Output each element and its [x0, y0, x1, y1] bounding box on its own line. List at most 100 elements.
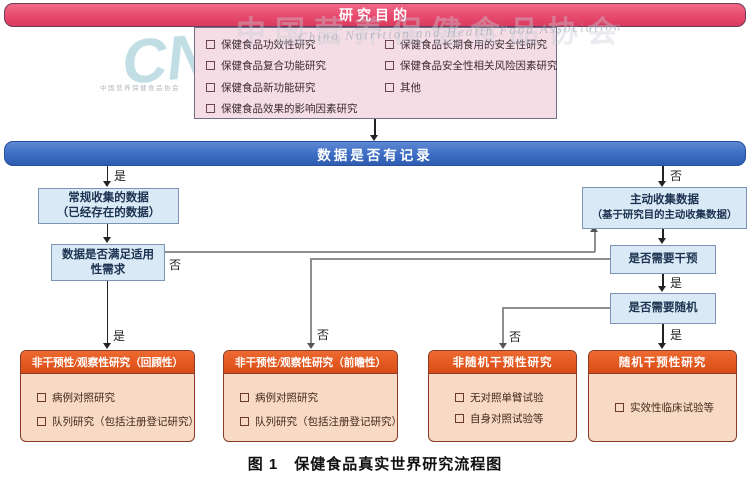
- checkbox-icon: [206, 61, 215, 70]
- intervention-question-box: 是否需要干预: [610, 245, 716, 274]
- connector-line: [163, 251, 595, 253]
- connector-line: [310, 258, 610, 260]
- data-fit-line2: 性需求: [90, 263, 126, 276]
- connector-line: [502, 307, 504, 344]
- branch-label-no: 否: [670, 169, 683, 183]
- research-purpose-title: 研究目的: [339, 9, 411, 24]
- active-collection-line2: （基于研究目的主动收集数据）: [591, 210, 738, 221]
- purpose-item: 保健食品功效性研究: [206, 38, 358, 51]
- connector-line: [662, 322, 664, 344]
- checkbox-icon: [385, 39, 394, 49]
- random-question-box: 是否需要随机: [610, 293, 716, 324]
- branch-label-yes: 是: [670, 328, 683, 342]
- outcome-box-items: 病例对照研究 队列研究（包括注册登记研究）等: [21, 374, 194, 429]
- intervention-question-label: 是否需要干预: [628, 253, 698, 265]
- purpose-item: 保健食品新功能研究: [206, 81, 358, 94]
- branch-label-no: 否: [509, 330, 522, 344]
- outcome-box-title: 非干预性/观察性研究（回顾性）: [31, 357, 184, 369]
- outcome-box-items: 病例对照研究 队列研究（包括注册登记研究）等: [224, 374, 397, 429]
- outcome-box-nonrandomized: 非随机干预性研究 无对照单臂试验 自身对照试验等: [428, 350, 577, 442]
- arrow-down-icon: [306, 343, 315, 349]
- connector-line: [106, 165, 108, 182]
- outcome-item-label: 队列研究（包括注册登记研究）等: [52, 417, 195, 428]
- arrow-down-icon: [498, 343, 507, 349]
- routine-data-line1: 常规收集的数据: [68, 192, 149, 204]
- purpose-item-label: 保健食品效果的影响因素研究: [221, 104, 358, 115]
- checkbox-icon: [240, 417, 249, 426]
- branch-label-yes: 是: [113, 329, 126, 343]
- outcome-box-items: 实效性临床试验等: [589, 374, 736, 415]
- record-question-bar: 数据是否有记录: [4, 141, 746, 166]
- connector-line: [662, 165, 664, 182]
- research-purpose-box: 保健食品功效性研究 保健食品复合功能研究 保健食品新功能研究 保健食品效果的影响…: [194, 27, 558, 119]
- connector-line: [310, 258, 312, 344]
- record-question-label: 数据是否有记录: [317, 147, 433, 163]
- checkbox-icon: [455, 393, 464, 402]
- purpose-item: 其他: [385, 81, 558, 94]
- arrow-up-icon: [590, 226, 598, 232]
- connector-line: [502, 307, 610, 309]
- outcome-item: 队列研究（包括注册登记研究）等: [240, 414, 397, 429]
- outcome-box-title: 随机干预性研究: [618, 357, 707, 369]
- checkbox-icon: [385, 82, 394, 92]
- data-fit-line1: 数据是否满足适用: [62, 248, 154, 261]
- outcome-box-title: 非干预性/观察性研究（前瞻性）: [234, 357, 387, 369]
- purpose-item-label: 保健食品功效性研究: [221, 39, 316, 51]
- outcome-box-title: 非随机干预性研究: [452, 357, 553, 369]
- connector-line: [594, 232, 596, 252]
- connector-line: [374, 117, 376, 137]
- arrow-down-icon: [102, 181, 111, 187]
- outcome-box-retrospective: 非干预性/观察性研究（回顾性） 病例对照研究 队列研究（包括注册登记研究）等: [20, 350, 195, 442]
- purpose-item: 保健食品长期食用的安全性研究: [385, 38, 558, 51]
- active-collection-line1: 主动收集数据: [630, 194, 699, 206]
- outcome-box-header: 非干预性/观察性研究（前瞻性）: [224, 351, 397, 374]
- outcome-item-label: 实效性临床试验等: [630, 403, 714, 414]
- checkbox-icon: [206, 39, 215, 49]
- checkbox-icon: [206, 82, 215, 92]
- checkbox-icon: [206, 104, 215, 113]
- research-purpose-header: 研究目的: [4, 3, 746, 27]
- outcome-box-header: 非随机干预性研究: [429, 351, 576, 374]
- purpose-item-label: 其他: [400, 82, 421, 94]
- purpose-item-label: 保健食品安全性相关风险因素研究: [400, 61, 558, 72]
- random-question-label: 是否需要随机: [628, 302, 698, 314]
- purpose-item-label: 保健食品新功能研究: [221, 82, 316, 94]
- data-fit-question-box: 数据是否满足适用 性需求: [51, 244, 165, 281]
- connector-line: [662, 272, 664, 287]
- outcome-item-label: 自身对照试验等: [470, 414, 544, 425]
- connector-line: [106, 222, 108, 238]
- arrow-down-icon: [658, 181, 666, 187]
- outcome-item-label: 无对照单臂试验: [470, 393, 544, 404]
- outcome-box-header: 随机干预性研究: [589, 351, 736, 374]
- outcome-item-label: 队列研究（包括注册登记研究）等: [255, 417, 398, 428]
- purpose-items-left: 保健食品功效性研究 保健食品复合功能研究 保健食品新功能研究 保健食品效果的影响…: [206, 38, 358, 124]
- branch-label-yes: 是: [114, 169, 127, 183]
- purpose-item-label: 保健食品长期食用的安全性研究: [400, 39, 547, 51]
- purpose-item: 保健食品复合功能研究: [206, 60, 358, 72]
- outcome-item: 自身对照试验等: [455, 411, 576, 426]
- outcome-item: 病例对照研究: [37, 390, 194, 405]
- outcome-box-items: 无对照单臂试验 自身对照试验等: [429, 374, 576, 426]
- arrow-down-icon: [658, 343, 666, 349]
- outcome-box-prospective: 非干预性/观察性研究（前瞻性） 病例对照研究 队列研究（包括注册登记研究）等: [223, 350, 398, 442]
- connector-line: [662, 227, 664, 239]
- arrow-down-icon: [102, 237, 111, 243]
- outcome-item: 无对照单臂试验: [455, 390, 576, 405]
- branch-label-no: 否: [169, 258, 182, 272]
- figure-caption: 图 1 保健食品真实世界研究流程图: [247, 456, 503, 473]
- checkbox-icon: [615, 403, 624, 412]
- branch-label-yes: 是: [670, 276, 683, 290]
- purpose-items-right: 保健食品长期食用的安全性研究 保健食品安全性相关风险因素研究 其他: [385, 38, 558, 103]
- active-collection-box: 主动收集数据 （基于研究目的主动收集数据）: [582, 187, 747, 229]
- outcome-item-label: 病例对照研究: [52, 393, 115, 404]
- checkbox-icon: [240, 393, 249, 402]
- connector-line: [106, 279, 108, 344]
- purpose-item: 保健食品效果的影响因素研究: [206, 103, 358, 115]
- arrow-down-icon: [102, 343, 111, 349]
- purpose-item: 保健食品安全性相关风险因素研究: [385, 60, 558, 72]
- checkbox-icon: [455, 414, 464, 423]
- arrow-down-icon: [658, 238, 666, 244]
- routine-data-line2: （已经存在的数据）: [56, 207, 161, 219]
- outcome-box-randomized: 随机干预性研究 实效性临床试验等: [588, 350, 737, 442]
